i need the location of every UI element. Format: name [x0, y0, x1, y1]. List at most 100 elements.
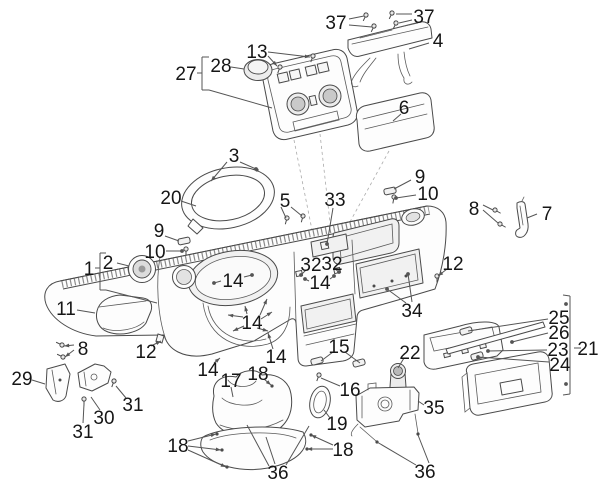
- screw-8-right-2: [496, 220, 508, 230]
- callout-14-a: 14: [222, 271, 244, 292]
- leader-18-left: [187, 445, 222, 451]
- part-glovebox-door: [461, 351, 553, 416]
- callout-15: 15: [328, 337, 349, 358]
- leader-36-center: [285, 425, 310, 466]
- part-knob-cap-28: [243, 59, 273, 81]
- leader-23: [487, 349, 548, 352]
- callout-11: 11: [56, 299, 76, 320]
- callout-10-left: 10: [144, 242, 165, 263]
- leader-36-right: [376, 441, 417, 466]
- leader-19: [323, 409, 331, 419]
- callout-14-d: 14: [197, 360, 219, 381]
- leader-8-right: [482, 209, 499, 224]
- clip-9-left: [177, 236, 191, 246]
- callout-32-b: 32: [321, 254, 342, 275]
- callout-34: 34: [401, 301, 423, 322]
- heater-toggle: [308, 94, 318, 107]
- leader-13: [267, 51, 311, 58]
- callout-14-c: 14: [241, 313, 263, 334]
- leader-30: [90, 396, 101, 411]
- callout-9-left: 9: [154, 221, 165, 242]
- part-grommet-19: [309, 385, 331, 419]
- leader-7: [526, 213, 538, 219]
- bracket-1: [105, 289, 158, 304]
- callout-5: 5: [280, 191, 291, 212]
- callout-31-right: 31: [122, 395, 143, 416]
- part-round-vent-2: [128, 255, 156, 283]
- leader-4: [408, 42, 430, 50]
- callout-33: 33: [324, 190, 345, 211]
- leader-17: [230, 386, 234, 398]
- callout-29: 29: [11, 369, 32, 390]
- leader-10-right: [395, 194, 417, 199]
- leader-6: [392, 113, 402, 122]
- part-glovebox-rail-strip: [445, 321, 546, 362]
- callout-13: 13: [246, 42, 267, 63]
- bracket-21: [562, 393, 571, 396]
- callout-32-a: 32: [300, 255, 321, 276]
- leader-15: [344, 351, 361, 364]
- callout-9-right: 9: [415, 167, 426, 188]
- part-heater-control-panel-27: [262, 48, 358, 141]
- leader-37-right: [398, 19, 413, 24]
- callout-27: 27: [175, 64, 196, 85]
- callout-14-e: 14: [265, 347, 287, 368]
- screw-10-left: [183, 246, 189, 256]
- callout-17: 17: [220, 371, 241, 392]
- leader-26: [511, 332, 549, 343]
- leader-9-left: [164, 235, 180, 242]
- storage-tray-opening: [332, 218, 400, 265]
- leader-8-right: [482, 204, 494, 211]
- heater-buttons: [276, 61, 330, 84]
- callout-18-left: 18: [167, 436, 188, 457]
- callout-12-left: 12: [135, 342, 156, 363]
- leader-3: [239, 161, 257, 170]
- clip-15-right: [351, 358, 367, 368]
- leader-31-right: [115, 385, 127, 399]
- heater-knob-right: [318, 84, 342, 108]
- screw-5-left: [282, 214, 291, 226]
- leader-5: [280, 206, 287, 219]
- leader-36-center: [246, 424, 270, 467]
- callout-23: 23: [547, 340, 568, 361]
- callout-20: 20: [160, 188, 181, 209]
- callout-36-center: 36: [267, 463, 288, 484]
- callout-37-right: 37: [413, 7, 434, 28]
- leader-5: [290, 206, 303, 217]
- leader-34: [386, 288, 407, 304]
- callout-25: 25: [548, 308, 569, 329]
- callout-26: 26: [548, 323, 569, 344]
- screw-8-left-2: [55, 351, 67, 361]
- part-end-trim-7: [515, 196, 529, 238]
- leader-28: [230, 66, 245, 70]
- callout-37-left: 37: [325, 13, 346, 34]
- callout-16: 16: [339, 380, 360, 401]
- callout-3: 3: [229, 146, 240, 167]
- callout-2: 2: [103, 253, 114, 274]
- callout-22: 22: [399, 343, 420, 364]
- callout-21: 21: [577, 339, 598, 360]
- screw-31-right: [109, 377, 118, 389]
- callout-7: 7: [542, 204, 553, 225]
- glovebox-handle: [499, 378, 524, 396]
- part-cluster-bezel-20: [181, 166, 275, 235]
- callout-14-b: 14: [309, 273, 331, 294]
- leader-18-left: [187, 449, 227, 468]
- callout-4: 4: [433, 31, 444, 52]
- screw-16: [314, 371, 323, 383]
- part-bracket-30: [77, 363, 112, 392]
- dash-right-vent: [401, 208, 425, 226]
- callout-35: 35: [423, 398, 444, 419]
- callout-18-right: 18: [332, 440, 353, 461]
- leader-33: [326, 207, 334, 245]
- part-bracket-29: [45, 363, 71, 402]
- callout-1: 1: [84, 259, 95, 280]
- screw-8-right-1: [491, 206, 503, 216]
- dash-left-vent: [172, 265, 196, 289]
- callout-36-right: 36: [414, 462, 435, 483]
- leader-22: [397, 357, 405, 369]
- callout-24: 24: [549, 355, 571, 376]
- callout-8-right: 8: [469, 199, 480, 220]
- leader-15: [320, 351, 334, 362]
